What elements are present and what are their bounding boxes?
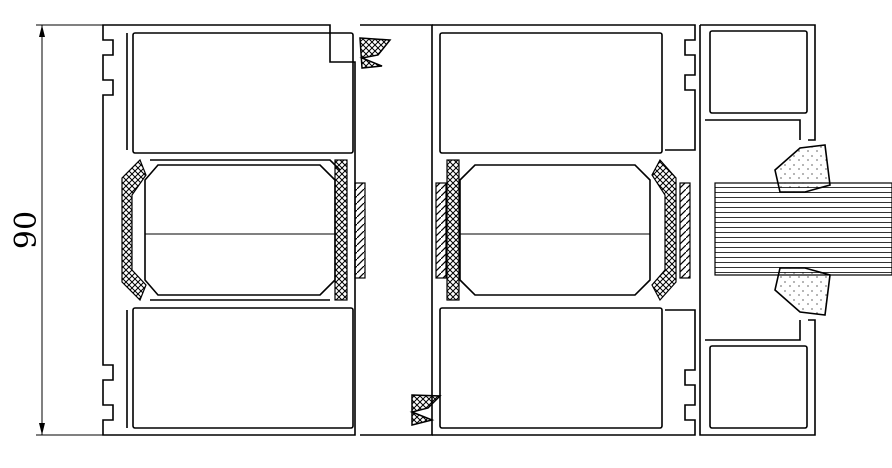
insulated-glass-unit-right [435, 158, 691, 302]
left-lower-chamber [132, 307, 354, 429]
left-upper-chamber [132, 32, 354, 154]
dimension-90: 90 [9, 24, 330, 436]
insulated-glass-unit-left [121, 158, 366, 302]
left-frame-profile [102, 24, 356, 436]
center-lower-chamber [439, 307, 663, 429]
outer-lower-chamber [709, 345, 808, 429]
center-upper-chamber [439, 32, 663, 154]
glazing-gasket-top [774, 144, 831, 193]
gasket-bottom [409, 394, 442, 426]
arrow-top-icon [39, 25, 45, 37]
external-glazing-panel [714, 144, 892, 316]
gasket-top [359, 37, 392, 69]
outer-frame-profile [699, 24, 816, 436]
outer-upper-chamber [709, 30, 808, 114]
glazing-gasket-bottom [774, 267, 831, 316]
arrow-bottom-icon [39, 423, 45, 435]
dimension-label: 90 [9, 211, 44, 249]
center-sash-profile [360, 24, 696, 436]
